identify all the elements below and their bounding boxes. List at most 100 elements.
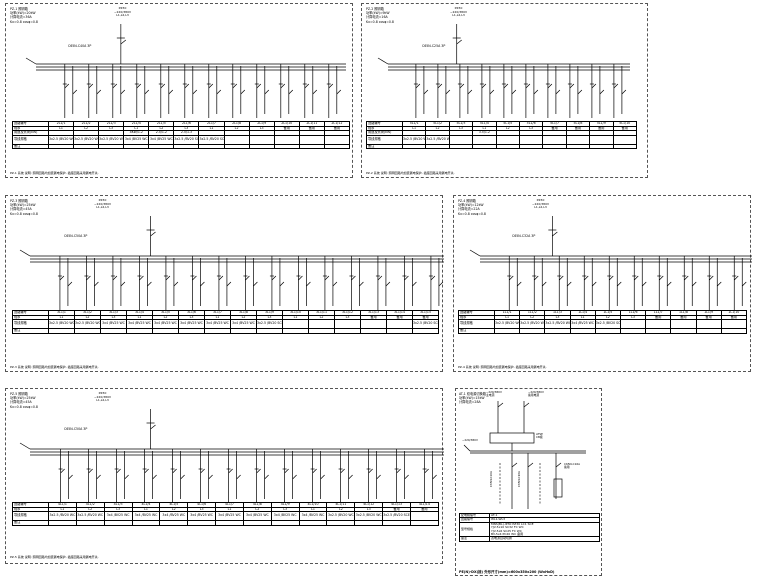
schedule-cell — [282, 328, 309, 334]
schedule-cell — [360, 328, 387, 334]
schedule-cell: 3x2.5 /BV20 WC — [354, 511, 384, 522]
branch-breaker — [60, 468, 65, 474]
schedule-cell: 3x2.5 /BV20 WC — [326, 511, 356, 522]
schedule-cell — [308, 328, 335, 334]
branch-rcd — [292, 474, 297, 480]
schedule-cell — [223, 134, 250, 145]
schedule-cell — [619, 319, 647, 330]
schedule-cell: 3x4 /BV25 WC — [100, 319, 127, 330]
schedule-cell — [173, 143, 200, 150]
branch-breaker — [160, 83, 166, 89]
main-breaker-label: C65N-C32A 3P — [512, 234, 536, 238]
schedule-cell — [273, 134, 300, 145]
branch-breaker — [256, 468, 261, 474]
branch-rcd — [96, 89, 102, 95]
schedule-cell — [75, 520, 105, 526]
branch-breaker — [559, 275, 564, 281]
schedule-cell — [412, 328, 439, 334]
incomer-label: PZ30 ~220/380V L1,L2,L3 — [450, 6, 468, 18]
branch-breaker — [232, 83, 238, 89]
panel-footer: PZ-3 系统 说明: 照明回路均加装漏电保护, 插座回路采用漏电开关. — [10, 365, 99, 369]
branch-breaker — [59, 275, 65, 281]
schedule-cell — [569, 328, 596, 334]
branch-rcd — [599, 89, 605, 95]
branch-rcd — [445, 89, 451, 95]
branch-breaker — [424, 468, 429, 474]
main-breaker-symbol — [456, 39, 462, 45]
branch-rcd — [517, 281, 522, 287]
schedule-cell: 3x4 /BV25 WC — [569, 319, 596, 330]
ats-bus-label: ~220/380V — [462, 438, 478, 442]
schedule-cell — [100, 328, 127, 334]
schedule-cell — [645, 319, 672, 330]
schedule-cell — [386, 328, 413, 334]
schedule-cell — [48, 520, 77, 526]
schedule-cell — [248, 134, 275, 145]
ats-footer: PE(N)-DX(接) 外形尺寸(mm)=600x350x200 (WxHxD) — [459, 570, 555, 574]
branch-rcd — [72, 89, 78, 95]
branch-rcd — [489, 89, 495, 95]
branch-rcd — [667, 281, 672, 287]
schedule-cell — [472, 134, 497, 145]
branch-breaker — [280, 83, 286, 89]
incomer-label: PZ30 ~220/380V L1,L2,L3 — [532, 198, 550, 210]
branch-breaker — [86, 275, 91, 281]
branch-breaker — [228, 468, 233, 474]
schedule-cell: 3x2.5 /BV20 WC — [544, 319, 571, 330]
branch-breaker — [284, 468, 289, 474]
ats-switch-label: ATSE CB级 — [536, 432, 543, 440]
branch-breaker — [634, 275, 639, 281]
schedule-cell: 3x2.5 /BV20 SCE — [198, 134, 225, 145]
schedule-cell: 3x2.5 /BV20 WC — [48, 319, 75, 330]
branch-rcd — [173, 281, 179, 287]
branch-rcd — [240, 89, 246, 95]
schedule-cell: 3x2.5 /BV20 SCE — [256, 319, 283, 330]
schedule-cell: 3x2.5 /BV20 WC — [74, 319, 101, 330]
schedule-cell — [73, 143, 100, 150]
branch-breaker — [734, 275, 739, 281]
single-line-diagram — [19, 409, 444, 503]
schedule-cell — [409, 520, 439, 526]
branch-breaker — [256, 83, 262, 89]
branch-breaker — [404, 275, 409, 281]
branch-breaker — [312, 468, 317, 474]
schedule-cell — [242, 520, 272, 526]
branch-rcd — [555, 89, 561, 95]
schedule-cell — [123, 143, 150, 150]
schedule-cell: 3x2.5 /BV20 WC — [48, 511, 77, 522]
branch-rcd — [288, 89, 294, 95]
schedule-cell — [98, 143, 125, 150]
schedule-cell — [334, 319, 361, 330]
ats-out-3: C65N-C16A 备用 — [564, 462, 581, 470]
branch-breaker — [139, 275, 144, 281]
main-breaker-label: C65N-C50A 3P — [64, 234, 88, 238]
schedule-cell: 3x4 /BV25 WC — [215, 511, 244, 522]
branch-rcd — [264, 474, 269, 480]
schedule-cell: 3x4 /BV25 WC — [187, 511, 217, 522]
branch-breaker — [324, 275, 330, 281]
schedule-cell: 3x2.5 /BV20 WC — [98, 134, 125, 145]
schedule-cell: 3x2.5 /BV20 WC — [425, 134, 450, 145]
branch-rcd — [348, 474, 353, 480]
schedule-cell: 3x4 /BV25 WC — [131, 511, 161, 522]
schedule-cell: 3x4 /BV25 WC — [103, 511, 133, 522]
branch-rcd — [412, 281, 417, 287]
branch-breaker — [88, 83, 94, 89]
branch-breaker — [112, 275, 118, 281]
main-breaker-label: C65N-C50A 3P — [64, 427, 88, 431]
incomer-label: PZ30 ~220/380V L1,L2,L3 — [114, 6, 132, 18]
pe-lead — [469, 249, 481, 257]
branch-rcd — [253, 281, 258, 287]
branch-rcd — [312, 89, 318, 95]
branch-breaker — [271, 275, 277, 281]
schedule-cell — [298, 143, 325, 150]
branch-rcd — [147, 281, 152, 287]
schedule-cell — [425, 143, 450, 150]
branch-breaker — [165, 275, 171, 281]
